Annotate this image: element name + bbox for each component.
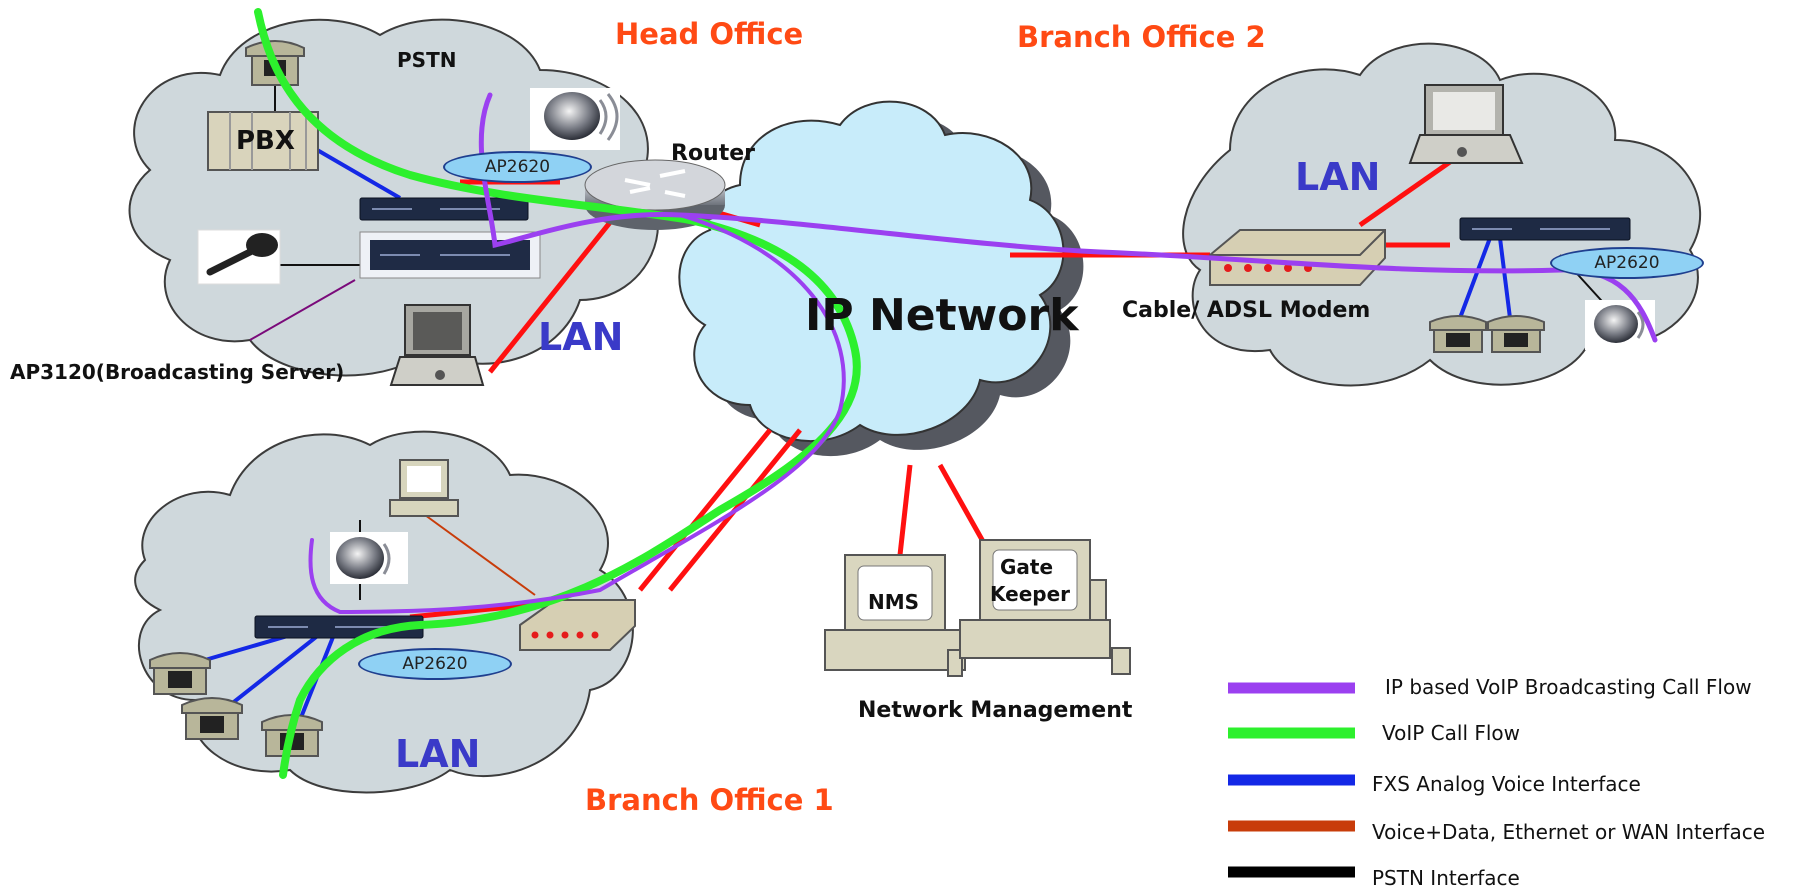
ap2620-label-branch2: AP2620: [1550, 247, 1704, 279]
pc-ethernet-link: [424, 514, 536, 596]
legend-swatches: [1228, 682, 1355, 878]
gatekeeper-label-line2: Keeper: [990, 582, 1071, 606]
head-office-speaker: [530, 88, 620, 150]
branch1-pc: [389, 459, 459, 517]
branch-office-2-title: Branch Office 2: [1017, 20, 1266, 54]
head-office-cloud: [128, 18, 659, 377]
pbx-unit: [207, 111, 319, 171]
head-office-laptop: [389, 304, 485, 386]
ip-network-cloud: [678, 100, 1065, 443]
branch-office-2-cloud: [1182, 42, 1702, 387]
legend-label-pstn: PSTN Interface: [1372, 866, 1520, 890]
pstn-label: PSTN: [397, 48, 457, 72]
network-management-label: Network Management: [858, 698, 1133, 723]
legend-label-fxs: FXS Analog Voice Interface: [1372, 772, 1641, 796]
branch2-telephone-1: [1429, 315, 1487, 353]
ap3120-pointer: [249, 279, 356, 341]
gatekeeper-label-line1: Gate: [1000, 555, 1054, 579]
voip-call-flow: [254, 8, 861, 779]
pbx-label: PBX: [236, 126, 295, 156]
ap2620-label-head: AP2620: [443, 151, 592, 183]
ap2620-label-branch1: AP2620: [358, 648, 512, 680]
ip-network-label: IP Network: [805, 290, 1079, 341]
lan-label-branch1: LAN: [395, 732, 481, 776]
branch-office-1-title: Branch Office 1: [585, 783, 834, 817]
legend-label-voip: VoIP Call Flow: [1382, 721, 1521, 745]
ap3120-label: AP3120(Broadcasting Server): [10, 360, 345, 384]
cable-adsl-modem: [1209, 229, 1386, 286]
branch2-telephone-2: [1487, 315, 1545, 353]
lan-label-head: LAN: [538, 315, 624, 359]
branch1-telephone-2: [181, 697, 243, 740]
nms-computer: [824, 554, 966, 677]
gatekeeper-computer: [959, 539, 1131, 675]
broadcasting-call-flow: [478, 92, 1658, 343]
branch1-speaker: [330, 532, 408, 584]
microphone: [197, 229, 281, 285]
lan-label-branch2: LAN: [1295, 155, 1381, 199]
branch2-ap2620-device: [1459, 217, 1631, 241]
modem-label: Cable/ ADSL Modem: [1122, 298, 1371, 323]
legend-label-ethernet: Voice+Data, Ethernet or WAN Interface: [1372, 820, 1765, 844]
head-office-ap2620-device: [359, 197, 529, 221]
branch1-telephone-1: [149, 652, 211, 695]
branch2-laptop: [1408, 84, 1524, 164]
broadcasting-call-flow-branch1: [308, 213, 846, 615]
legend-label-broadcast: IP based VoIP Broadcasting Call Flow: [1385, 675, 1752, 699]
head-office-title: Head Office: [615, 17, 804, 51]
router-label: Router: [671, 141, 756, 166]
nms-label: NMS: [868, 590, 920, 614]
branch2-speaker: [1585, 300, 1655, 350]
